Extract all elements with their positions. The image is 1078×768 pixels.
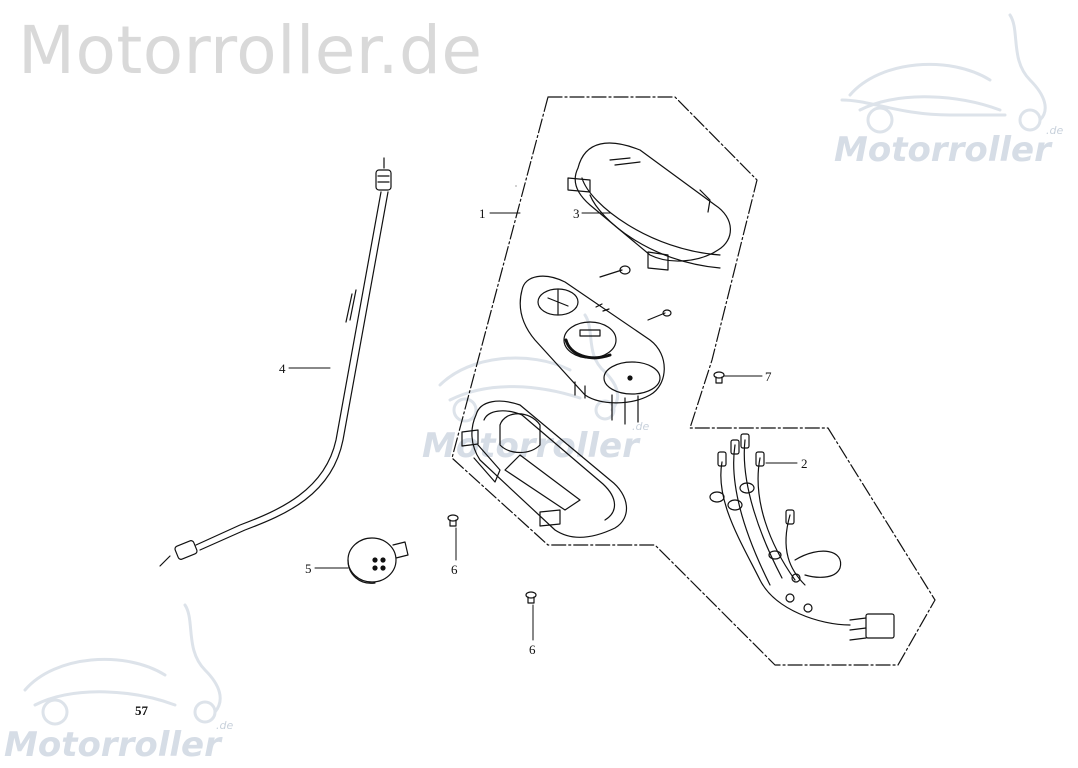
watermark-brand-middle: Motorroller.de: [422, 420, 650, 466]
leader-lines: [288, 185, 798, 641]
screws: [447, 371, 725, 604]
watermark-brand-top-right: Motorroller.de: [834, 124, 1064, 170]
callout-6-bottom: 6: [529, 642, 536, 657]
watermark-title: Motorroller.de: [18, 12, 483, 89]
callout-5: 5: [305, 561, 312, 576]
meter-housing: [461, 400, 628, 538]
callout-3: 3: [573, 206, 580, 221]
scooter-logo-bottom-left: [23, 603, 222, 726]
callout-4: 4: [279, 361, 286, 376]
callout-2: 2: [801, 456, 808, 471]
assembly-boundary: [451, 96, 936, 666]
callout-1: 1: [479, 206, 486, 221]
speedometer-cable: [159, 157, 392, 567]
callout-7: 7: [765, 369, 772, 384]
scooter-logo-top-right: [840, 13, 1047, 134]
instrument-panel: [519, 275, 665, 425]
page-number: 57: [135, 703, 148, 718]
wiring-harness: [709, 433, 895, 641]
meter-lens-cover: [567, 142, 731, 271]
callout-6-left: 6: [451, 562, 458, 577]
indicator-bulbs: [599, 265, 672, 321]
bulb-socket: [347, 537, 409, 584]
watermark-brand-bottom-left: Motorroller.de: [4, 719, 234, 765]
